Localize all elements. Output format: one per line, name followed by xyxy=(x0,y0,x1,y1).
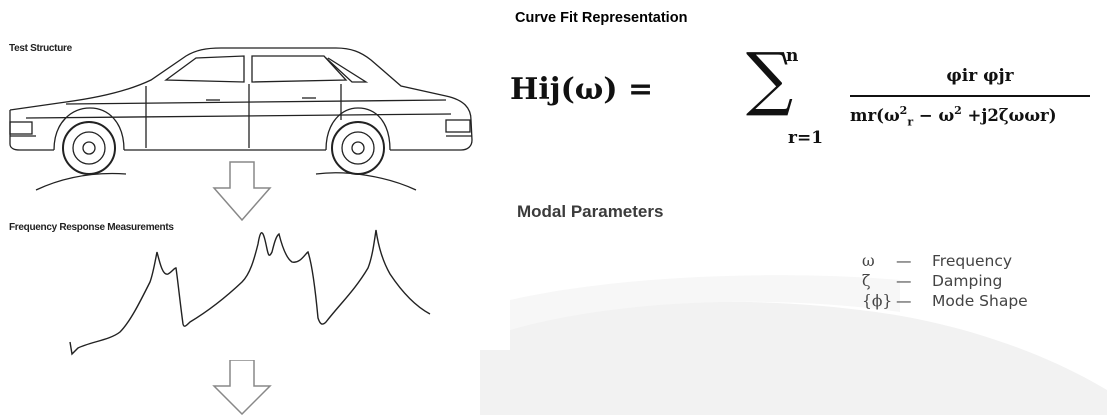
formula-denominator: mr(ω2r − ω2 +j2ζωωr) xyxy=(850,104,1057,129)
parameter-symbol: ω xyxy=(862,252,875,270)
parameter-label: Mode Shape xyxy=(932,292,1028,310)
car-illustration xyxy=(9,47,473,191)
frequency-response-label: Frequency Response Measurements xyxy=(9,222,174,233)
parameter-damping: ζ — Damping xyxy=(862,272,1002,290)
parameter-dash: — xyxy=(896,252,912,270)
transfer-function-formula: Hij(ω) = ∑ n r=1 φir φjr mr(ω2r − ω2 +j2… xyxy=(510,38,1100,166)
summation-upper-limit: n xyxy=(786,46,799,66)
formula-numerator: φir φjr xyxy=(946,66,1014,86)
frequency-response-curve xyxy=(69,229,431,356)
summation-lower-limit: r=1 xyxy=(788,128,824,148)
parameter-frequency: ω — Frequency xyxy=(862,252,1012,270)
test-structure-label: Test Structure xyxy=(9,43,72,54)
parameter-label: Frequency xyxy=(932,252,1013,270)
formula-lhs: Hij(ω) = xyxy=(510,72,654,107)
parameter-symbol: {ϕ} xyxy=(862,292,893,310)
summation-symbol: ∑ xyxy=(746,38,794,119)
curve-fit-title: Curve Fit Representation xyxy=(515,10,688,26)
down-arrow-icon xyxy=(212,360,272,415)
parameter-mode-shape: {ϕ}— Mode Shape xyxy=(862,292,1028,310)
modal-parameters-title: Modal Parameters xyxy=(517,202,664,221)
parameter-symbol: ζ xyxy=(862,272,871,290)
parameter-dash: — xyxy=(896,292,912,310)
down-arrow-icon xyxy=(212,161,272,222)
fraction-bar xyxy=(850,95,1090,97)
background-watermark xyxy=(480,275,1107,415)
parameter-dash: — xyxy=(896,272,912,290)
parameter-label: Damping xyxy=(932,272,1003,290)
